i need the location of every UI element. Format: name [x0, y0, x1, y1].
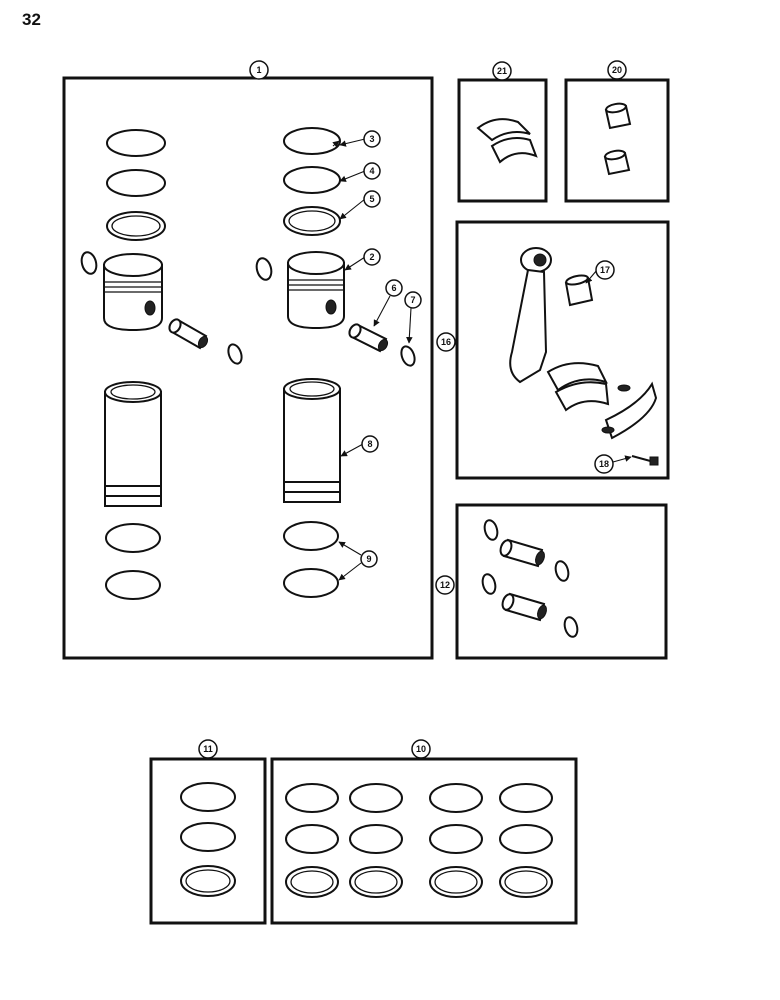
callout-3: 3 [363, 130, 381, 148]
callout-18: 18 [594, 454, 614, 474]
callout-4: 4 [363, 162, 381, 180]
kit-1-left-cylinder-sleeve [104, 381, 162, 507]
callout-5: 5 [363, 190, 381, 208]
kit-1-right-pin-retainer [400, 345, 416, 367]
svg-text:5: 5 [369, 194, 374, 204]
svg-text:3: 3 [369, 134, 374, 144]
svg-text:10: 10 [416, 744, 426, 754]
svg-text:20: 20 [612, 65, 622, 75]
svg-text:9: 9 [366, 554, 371, 564]
kit-21-bearing-shells [476, 118, 538, 164]
kit-16-connecting-rod [509, 247, 552, 384]
callout-17: 17 [595, 260, 615, 280]
svg-text:8: 8 [367, 439, 372, 449]
kit-1-left-retainer-ring [80, 251, 98, 275]
kit-1-left-piston-rings [106, 129, 166, 241]
svg-text:18: 18 [599, 459, 609, 469]
callout-21: 21 [492, 61, 512, 81]
kit-16-frame [455, 220, 670, 480]
svg-text:4: 4 [369, 166, 374, 176]
svg-text:6: 6 [391, 283, 396, 293]
callout-16: 16 [436, 332, 456, 352]
kit-16-rod-cap [601, 381, 658, 440]
kit-10-piston-rings [285, 783, 553, 898]
svg-text:16: 16 [441, 337, 451, 347]
kit-1-right-cylinder-sleeve [283, 378, 341, 503]
kit-12-pins-and-retainers [481, 519, 579, 638]
callout-12: 12 [435, 575, 455, 595]
svg-text:7: 7 [410, 295, 415, 305]
svg-text:21: 21 [497, 66, 507, 76]
svg-text:11: 11 [203, 744, 213, 754]
kit-1-right-o-rings [283, 521, 339, 598]
kit-1-left-piston [103, 253, 163, 332]
kit-1-right-piston [287, 251, 345, 330]
callout-7: 7 [404, 291, 422, 309]
svg-text:17: 17 [600, 265, 610, 275]
callout-10: 10 [411, 739, 431, 759]
callout-2: 2 [363, 248, 381, 266]
callout-8: 8 [361, 435, 379, 453]
svg-text:2: 2 [369, 252, 374, 262]
kit-1-left-piston-pin [168, 318, 209, 350]
callout-1: 1 [249, 60, 269, 80]
kit-1-right-retainer-ring [255, 257, 273, 281]
kit-1-left-pin-retainer [227, 343, 243, 365]
kit-16-rod-bushing [564, 274, 594, 307]
kit-1-right-piston-rings [283, 127, 341, 236]
callout-11: 11 [198, 739, 218, 759]
kit-16-rod-bolt [631, 455, 659, 466]
kit-11-piston-rings [180, 782, 236, 897]
callout-6: 6 [385, 279, 403, 297]
kit-20-frame [564, 78, 670, 203]
kit-20-bushings [603, 102, 632, 176]
page-number: 32 [22, 10, 41, 29]
kit-1-left-o-rings [105, 523, 161, 600]
svg-text:1: 1 [256, 65, 261, 75]
svg-text:12: 12 [440, 580, 450, 590]
callout-9: 9 [360, 550, 378, 568]
callout-20: 20 [607, 60, 627, 80]
kit-1-right-piston-pin [348, 323, 389, 353]
kit-16-rod-bearing [546, 362, 610, 412]
